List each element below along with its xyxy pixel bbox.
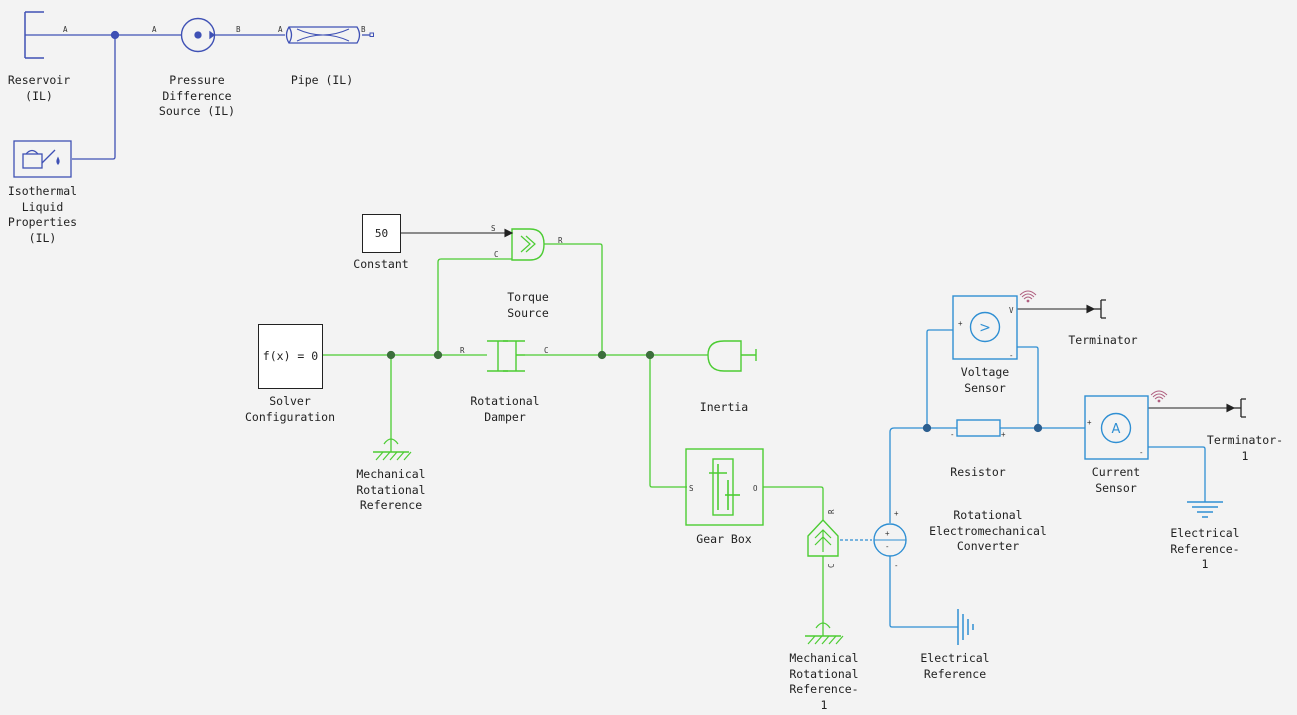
junction-dot [1033,423,1043,433]
pressure-source-block[interactable] [180,17,216,53]
svg-text:O: O [753,484,758,493]
svg-text:+: + [1087,418,1092,427]
voltage-sensor-glyph: > [979,320,991,336]
svg-text:V: V [1009,306,1014,315]
svg-text:-: - [1009,351,1014,360]
svg-text:-: - [950,430,955,439]
junction-dot [597,350,607,360]
svg-text:+: + [894,509,899,518]
connection-line-elec [889,556,958,628]
constant-value: 50 [374,227,389,240]
terminator-block[interactable] [1094,299,1106,319]
mechanical-reference-block[interactable] [373,437,412,461]
connection-line-mech [437,258,512,355]
connection-line-elec [889,427,957,523]
connection-line-elec [926,329,953,428]
svg-text:S: S [491,224,496,233]
terminator-blocks [1094,299,1246,418]
il-port-labels: A A B A B [63,25,366,34]
mechanical-reference-1-label: Mechanical Rotational Reference- 1 [789,651,859,712]
resistor-label: Resistor [950,465,1006,479]
elec-network [840,295,1223,645]
current-sensor-block[interactable] [1084,395,1149,460]
mechanical-reference-label: Mechanical Rotational Reference [356,467,426,512]
resistor-block[interactable] [956,419,1001,437]
current-sensor-label: Current Sensor [1091,465,1141,495]
signal-indicators [1019,290,1168,403]
mechanical-reference-1-block[interactable] [805,622,844,645]
reservoir-label: Reservoir (IL) [7,73,71,103]
gearbox-block[interactable] [685,448,764,526]
electrical-reference-block[interactable] [957,609,974,645]
svg-text:R: R [558,236,563,245]
reservoir-block[interactable] [24,11,44,59]
mech-network [322,228,844,645]
terminator-label: Terminator [1068,333,1138,347]
terminator-1-block[interactable] [1234,398,1246,418]
svg-text:R: R [827,509,836,514]
il-properties-block[interactable] [13,140,72,178]
connection-line-mech [649,355,687,488]
svg-text:C: C [544,346,549,355]
svg-text:-: - [1139,448,1144,457]
torque-source-label: Torque Source [507,290,549,320]
signal-lines [400,228,1236,413]
junction-dot [110,30,120,40]
svg-text:R: R [460,346,465,355]
electrical-reference-1-block[interactable] [1187,501,1223,518]
il-network [13,11,374,178]
mech-port-labels: S C R R C S O R C [460,224,836,568]
connection-line-mech [763,486,824,520]
current-sensor-glyph: A [1112,422,1121,437]
converter-mech-body[interactable] [807,518,839,557]
connection-line-mech [544,243,603,355]
elec-port-labels: + V - - + + - + - + - [885,306,1144,570]
svg-text:+: + [958,319,963,328]
connection-line-elec [1148,446,1206,502]
svg-text:A: A [152,25,157,34]
torque-source-block[interactable] [511,228,545,261]
svg-text:C: C [494,250,499,259]
connection-line-il [72,35,116,160]
constant-block[interactable]: 50 [362,214,401,253]
svg-text:A: A [63,25,68,34]
solver-label: Solver Configuration [244,394,335,424]
pressure-source-label: Pressure Difference Source (IL) [158,73,236,118]
constant-label: Constant [353,257,409,271]
terminator-1-label: Terminator- 1 [1206,433,1284,463]
wireless-icon [1150,390,1168,403]
damper-label: Rotational Damper [470,394,540,424]
wireless-icon [1019,290,1037,303]
gearbox-label: Gear Box [696,532,752,546]
inertia-block[interactable] [707,340,757,372]
connection-line-elec [1017,346,1039,428]
solver-text: f(x) = 0 [262,349,319,363]
electrical-reference-1-label: Electrical Reference- 1 [1170,526,1240,571]
inertia-label: Inertia [699,400,749,414]
converter-elec-body[interactable] [873,523,907,557]
pipe-label: Pipe (IL) [290,73,354,87]
voltage-sensor-block[interactable] [952,295,1018,360]
junction-dot [386,350,396,360]
junction-dot [645,350,655,360]
svg-text:+: + [1001,430,1006,439]
il-properties-label: Isothermal Liquid Properties (IL) [7,184,78,245]
solver-configuration-block[interactable]: f(x) = 0 [258,324,323,389]
svg-text:+: + [885,529,890,538]
rotational-damper-block[interactable] [487,340,525,372]
voltage-sensor-label: Voltage Sensor [960,365,1010,395]
svg-text:B: B [236,25,241,34]
svg-text:-: - [894,561,899,570]
svg-text:C: C [827,563,836,568]
svg-text:B: B [361,25,366,34]
svg-text:S: S [689,484,694,493]
svg-text:A: A [278,25,283,34]
svg-text:-: - [885,542,890,551]
converter-label: Rotational Electromechanical Converter [929,508,1047,553]
pipe-block[interactable] [285,26,374,44]
electrical-reference-label: Electrical Reference [920,651,990,681]
junction-dot [433,350,443,360]
junction-dot [922,423,932,433]
